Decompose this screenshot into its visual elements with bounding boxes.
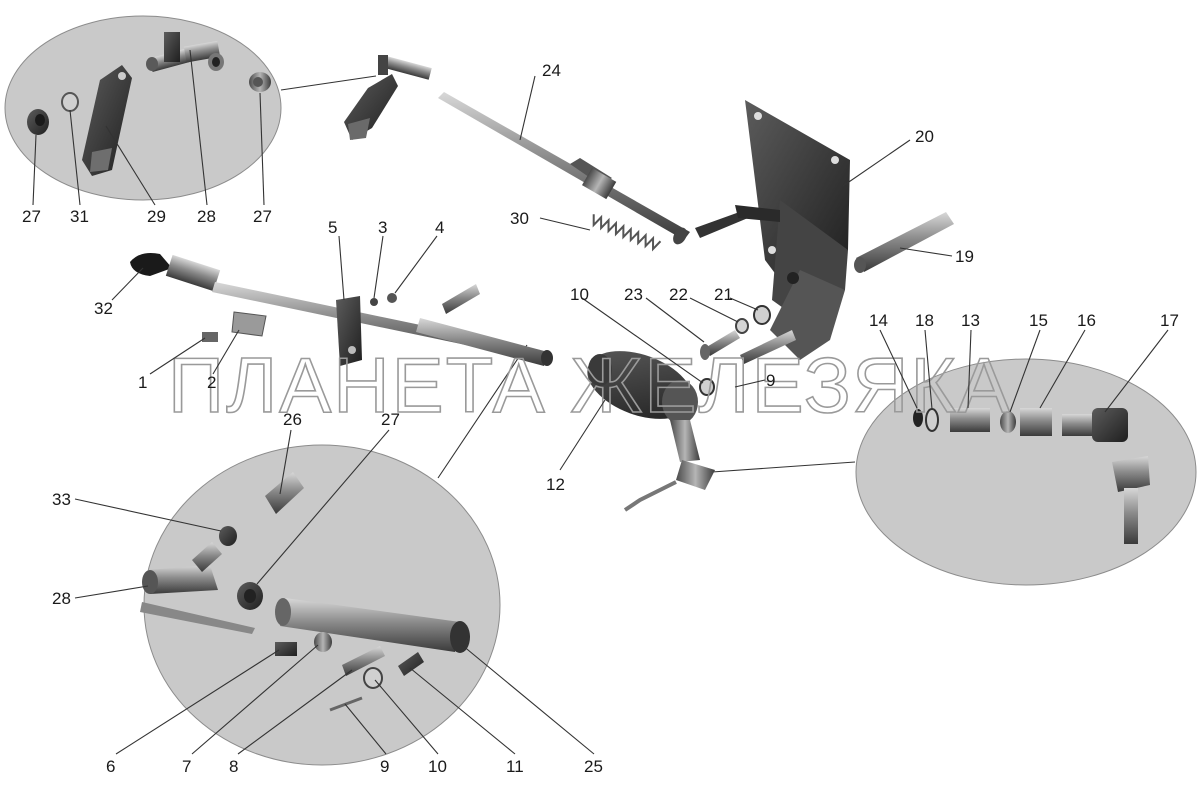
pin-9-right — [740, 330, 796, 364]
callout-13: 13 — [961, 311, 980, 330]
lever-assembly-top — [344, 55, 432, 140]
nut-33 — [219, 526, 237, 546]
callout-24: 24 — [542, 61, 561, 80]
callout-22: 22 — [669, 285, 688, 304]
callout-21: 21 — [714, 285, 733, 304]
leader-lines — [32, 49, 1169, 755]
callout-20: 20 — [915, 127, 934, 146]
callout-28-top: 28 — [197, 207, 216, 226]
callout-11: 11 — [506, 757, 524, 776]
shaft-24 — [438, 92, 690, 245]
callout-27-bottom: 27 — [381, 410, 400, 429]
cotter-pin-9-bottom — [329, 696, 363, 712]
callout-23: 23 — [624, 285, 643, 304]
elbow-17 — [1062, 408, 1150, 544]
pin-11 — [398, 652, 424, 676]
callout-25: 25 — [584, 757, 603, 776]
nut-27-bottom — [237, 582, 263, 610]
callout-4: 4 — [435, 218, 444, 237]
callout-10-bottom: 10 — [428, 757, 447, 776]
bushing-7 — [314, 632, 332, 652]
cylinder-12 — [587, 351, 715, 512]
callout-labels: 27 31 29 28 27 24 20 30 5 3 4 19 10 23 2… — [22, 61, 1179, 776]
callout-26: 26 — [283, 410, 302, 429]
callout-19: 19 — [955, 247, 974, 266]
lever-28-bottom — [140, 542, 255, 634]
callout-2: 2 — [207, 373, 216, 392]
callout-9-right: 9 — [766, 371, 775, 390]
lever-29 — [82, 65, 132, 176]
callout-27-topright: 27 — [253, 207, 272, 226]
callout-5: 5 — [328, 218, 337, 237]
bolt-6 — [275, 642, 297, 656]
bolt-1 — [202, 332, 218, 342]
bracket-5 — [336, 296, 362, 366]
clamp-2 — [231, 311, 267, 337]
callout-27-topleft: 27 — [22, 207, 41, 226]
shaft-lever-28-top — [146, 32, 224, 72]
callout-1: 1 — [138, 373, 147, 392]
pin-19 — [854, 212, 954, 273]
callout-33: 33 — [52, 490, 71, 509]
washer-31 — [61, 92, 79, 112]
washer-14 — [913, 409, 923, 427]
callout-17: 17 — [1160, 311, 1179, 330]
fitting-13 — [950, 408, 990, 432]
callout-16: 16 — [1077, 311, 1096, 330]
callout-6: 6 — [106, 757, 115, 776]
bracket-20 — [695, 100, 850, 360]
washer-22 — [735, 318, 749, 334]
nut-16 — [1020, 408, 1052, 436]
nut-4 — [387, 293, 397, 303]
pin-8 — [342, 646, 385, 676]
nut-27-left — [27, 109, 49, 135]
connector-line-top — [280, 75, 377, 91]
bolt-23 — [700, 330, 740, 360]
callout-12: 12 — [546, 475, 565, 494]
lever-25-assembly — [416, 284, 553, 366]
pin-26 — [265, 472, 304, 514]
callout-28-bottom: 28 — [52, 589, 71, 608]
callout-32: 32 — [94, 299, 113, 318]
callout-9-bottom: 9 — [380, 757, 389, 776]
detail-circle-top-left — [4, 15, 282, 201]
callout-15: 15 — [1029, 311, 1048, 330]
spring-30 — [592, 214, 662, 252]
watermark: ПЛАНЕТА ЖЕЛЕЗЯКА — [168, 341, 1012, 429]
callout-29: 29 — [147, 207, 166, 226]
tube-25 — [275, 598, 470, 653]
bushing-27-right — [249, 72, 271, 92]
callout-18: 18 — [915, 311, 934, 330]
nut-3 — [370, 298, 378, 306]
callout-3: 3 — [378, 218, 387, 237]
connector-line-right — [711, 461, 856, 473]
ring-15 — [1000, 411, 1016, 433]
washer-21 — [753, 305, 771, 325]
callout-14: 14 — [869, 311, 888, 330]
callout-30: 30 — [510, 209, 529, 228]
callout-10-right: 10 — [570, 285, 589, 304]
callout-7: 7 — [182, 757, 191, 776]
callout-31: 31 — [70, 207, 89, 226]
callout-8: 8 — [229, 757, 238, 776]
connector-line-bottom — [437, 344, 528, 479]
washer-10-right — [699, 378, 715, 396]
